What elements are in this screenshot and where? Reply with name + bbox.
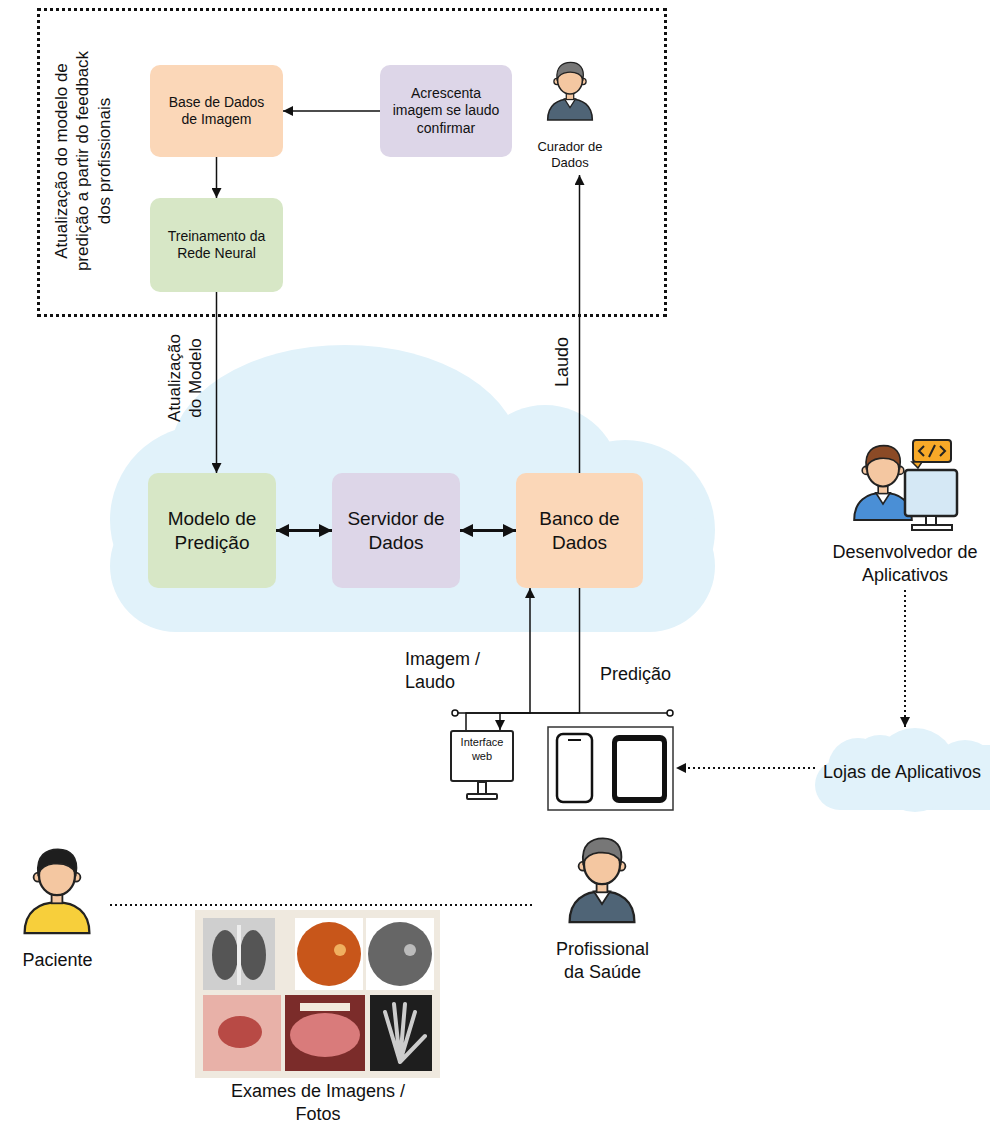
exam-images xyxy=(366,918,434,990)
monitor-stand xyxy=(467,794,497,799)
feedback-region: Atualização do modelo de predição a part… xyxy=(37,8,667,317)
exam-images xyxy=(368,922,432,986)
exam-images xyxy=(370,995,432,1071)
exam-images xyxy=(218,1016,262,1048)
exam-images xyxy=(334,944,346,956)
professional-icon xyxy=(570,891,635,922)
device-bus xyxy=(667,710,673,716)
exam-images xyxy=(203,995,281,1071)
mobile-devices xyxy=(612,735,667,803)
process-box: Treinamento da Rede Neural xyxy=(150,198,283,292)
connector-arrow xyxy=(216,292,218,473)
box-label: Treinamento da Rede Neural xyxy=(160,228,273,263)
exam-images xyxy=(300,1003,350,1011)
connector-arrow xyxy=(110,904,535,906)
process-box: Banco de Dados xyxy=(516,473,643,588)
box-label: Servidor de Dados xyxy=(342,507,450,555)
box-label: Banco de Dados xyxy=(526,507,633,555)
connector-arrow xyxy=(283,110,380,112)
store-to-devices-arrow xyxy=(676,768,815,769)
region-title: Atualização do modelo de predição a part… xyxy=(51,36,115,286)
box-label: Base de Dados de Imagem xyxy=(160,94,273,129)
monitor-stand xyxy=(467,782,497,799)
curator-icon xyxy=(557,62,584,79)
actor: Profissional da Saúde xyxy=(535,815,670,987)
actor-label: Paciente xyxy=(8,949,108,972)
exam-images xyxy=(237,925,241,985)
developer-computer xyxy=(913,440,951,462)
actor-label: Desenvolvedor de Aplicativos xyxy=(825,541,985,586)
actor: Desenvolvedor de Aplicativos xyxy=(822,425,988,590)
figure-caption: Exames de Imagens / Fotos xyxy=(228,1080,408,1125)
exam-images xyxy=(203,918,275,990)
process-box: Base de Dados de Imagem xyxy=(150,65,283,157)
curator-icon xyxy=(548,62,593,120)
mobile-devices xyxy=(568,739,581,741)
developer-computer xyxy=(905,440,957,530)
edge-label: Atualização do Modelo xyxy=(164,323,207,433)
developer-icon xyxy=(866,446,900,468)
actor-label: Profissional da Saúde xyxy=(547,938,659,983)
mobile-devices xyxy=(548,727,673,810)
exam-images xyxy=(212,930,238,980)
patient-icon xyxy=(25,902,90,933)
patient-icon xyxy=(38,849,77,873)
screen-label: Interface web xyxy=(454,736,510,764)
curator-icon xyxy=(548,99,593,120)
box-label: Acrescenta imagem se laudo confirmar xyxy=(390,85,502,138)
actor: Curador de Dados xyxy=(530,55,610,175)
exam-images xyxy=(240,930,266,980)
exam-images xyxy=(295,918,363,990)
developer-computer xyxy=(912,525,952,530)
connector-arrow xyxy=(579,175,581,473)
exam-images xyxy=(297,922,361,986)
exam-images xyxy=(195,910,440,1078)
professional-icon xyxy=(570,838,635,922)
process-box: Modelo de Predição xyxy=(148,473,276,588)
actor: Paciente xyxy=(5,838,110,975)
mobile-devices xyxy=(557,734,592,802)
exam-images xyxy=(285,995,365,1071)
developer-computer xyxy=(919,445,945,457)
process-box: Acrescenta imagem se laudo confirmar xyxy=(380,65,512,157)
developer-icon xyxy=(854,493,912,520)
process-box: Servidor de Dados xyxy=(332,473,460,588)
box-label: Modelo de Predição xyxy=(158,507,266,555)
app-store-cloud: Lojas de Aplicativos xyxy=(818,727,986,817)
exam-images xyxy=(385,1004,425,1062)
connector-arrow xyxy=(904,590,906,727)
exam-images xyxy=(404,944,416,956)
curator-icon xyxy=(564,99,575,108)
store-cloud-shape xyxy=(815,728,990,812)
device-bus xyxy=(452,710,458,716)
developer-icon xyxy=(854,446,912,520)
cloud-label: Lojas de Aplicativos xyxy=(823,761,981,784)
actor-label: Curador de Dados xyxy=(530,139,610,172)
professional-icon xyxy=(594,891,610,904)
mobile-devices xyxy=(617,741,662,797)
connector-arrow xyxy=(216,157,218,198)
patient-icon xyxy=(25,849,90,933)
developer-computer xyxy=(912,462,922,468)
store-to-devices-arrow xyxy=(676,767,815,769)
connector-arrow xyxy=(460,529,516,532)
exam-images xyxy=(195,910,440,1078)
web-interface: Interface web xyxy=(450,730,514,782)
professional-icon xyxy=(583,838,622,862)
developer-computer xyxy=(905,470,957,516)
connector-arrow xyxy=(500,588,580,730)
edge-label: Imagem / Laudo xyxy=(405,648,515,693)
mobile-devices xyxy=(548,727,673,810)
developer-icon xyxy=(876,493,890,504)
exam-images xyxy=(290,1013,360,1057)
monitor-stand xyxy=(478,782,486,794)
edge-label: Laudo xyxy=(551,322,574,402)
connector-arrow xyxy=(276,529,332,532)
edge-label: Predição xyxy=(600,663,700,686)
